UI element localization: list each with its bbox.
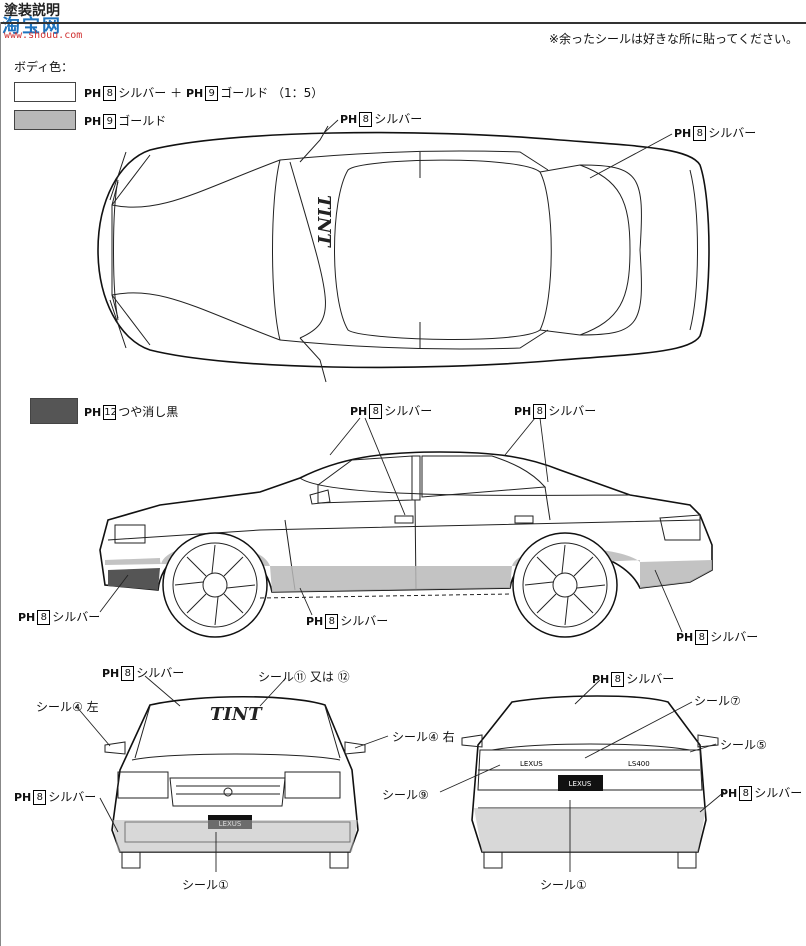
- paint-prefix: PH: [102, 667, 120, 680]
- page-title: 塗装説明: [4, 3, 60, 19]
- paint-code-box: 9: [103, 114, 117, 129]
- paint-prefix: PH: [306, 615, 324, 628]
- legend-text: シルバー ＋: [118, 86, 183, 100]
- callout-text: シルバー: [340, 614, 389, 628]
- label-seal-7: シール⑦: [694, 694, 741, 708]
- paint-code-box: 8: [533, 404, 547, 419]
- sticker-note: ※余ったシールは好きな所に貼ってください。: [548, 32, 798, 46]
- rear-plate-text: LEXUS: [569, 780, 592, 788]
- leader-lines: [75, 119, 725, 872]
- callout-text: シルバー: [754, 786, 803, 800]
- rear-badge-left: LEXUS: [520, 760, 543, 768]
- paint-code-box: 12: [103, 405, 118, 420]
- callout-text: シルバー: [384, 404, 433, 418]
- paint-code-box: 8: [37, 610, 51, 625]
- side-view-car: [99, 451, 713, 638]
- paint-prefix: PH: [18, 611, 36, 624]
- paint-prefix: PH: [592, 673, 610, 686]
- legend-text: つや消し黒: [118, 405, 179, 419]
- windshield-logo-top: TINT: [313, 195, 334, 248]
- paint-prefix: PH: [350, 405, 368, 418]
- paint-code-box: 8: [369, 404, 383, 419]
- paint-prefix: PH: [84, 87, 102, 100]
- paint-prefix: PH: [676, 631, 694, 644]
- callout-text: シルバー: [48, 790, 97, 804]
- header-rule: [0, 22, 806, 24]
- callout-text: シルバー: [374, 112, 423, 126]
- callout-text: シルバー: [708, 126, 757, 140]
- legend-text: ゴールド （1：5）: [220, 86, 324, 100]
- label-seal-1-front: シール①: [182, 878, 229, 892]
- windshield-logo-front: TINT: [210, 704, 263, 725]
- paint-prefix: PH: [84, 406, 102, 419]
- callout-text: シルバー: [52, 610, 101, 624]
- watermark-text: 淘宝网: [2, 16, 62, 37]
- label-seal-4-right: シール④ 右: [392, 730, 455, 744]
- swatch-silver-gold-mix: [14, 82, 76, 102]
- paint-code-box: 8: [611, 672, 625, 687]
- paint-prefix: PH: [514, 405, 532, 418]
- paint-code-box: 8: [103, 86, 117, 101]
- label-seal-11-or-12: シール⑪ 又は ⑫: [258, 670, 350, 684]
- callout-text: シルバー: [710, 630, 759, 644]
- paint-code-box: 8: [325, 614, 339, 629]
- callout-text: シルバー: [136, 666, 185, 680]
- paint-prefix: PH: [720, 787, 738, 800]
- label-seal-1-rear: シール①: [540, 878, 587, 892]
- rear-view-car: LEXUS LEXUS LS400: [461, 695, 719, 869]
- callout-text: シルバー: [548, 404, 597, 418]
- swatch-gold: [14, 110, 76, 130]
- front-view-car: LEXUS TINT: [104, 695, 366, 869]
- paint-prefix: PH: [185, 87, 204, 100]
- left-rule: [0, 22, 1, 946]
- body-color-title: ボディ色：: [14, 60, 74, 74]
- paint-prefix: PH: [84, 115, 102, 128]
- legend-text: ゴールド: [118, 114, 167, 128]
- label-seal-5: シール⑤: [720, 738, 767, 752]
- callout-text: シルバー: [626, 672, 675, 686]
- paint-code-box: 8: [693, 126, 707, 141]
- paint-code-box: 8: [121, 666, 135, 681]
- paint-prefix: PH: [14, 791, 32, 804]
- label-seal-4-left: シール④ 左: [36, 700, 99, 714]
- paint-code-box: 8: [33, 790, 47, 805]
- rear-badge-right: LS400: [628, 760, 650, 768]
- paint-code-box: 8: [359, 112, 373, 127]
- paint-prefix: PH: [674, 127, 692, 140]
- label-seal-9: シール⑨: [382, 788, 429, 802]
- watermark-url: www.shouu.com: [4, 30, 83, 41]
- swatch-matte-black: [30, 398, 78, 424]
- paint-code-box: 9: [205, 86, 219, 101]
- top-view-car: TINT: [97, 125, 710, 383]
- paint-code-box: 8: [695, 630, 709, 645]
- paint-code-box: 8: [739, 786, 753, 801]
- paint-prefix: PH: [340, 113, 358, 126]
